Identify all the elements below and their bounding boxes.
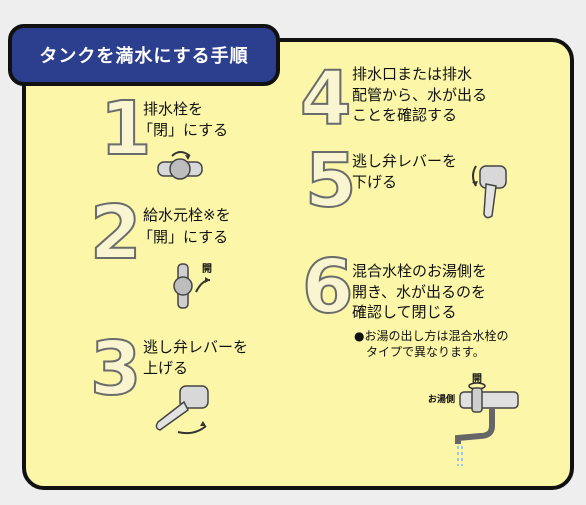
step-6-note-1: ●お湯の出し方は混合水栓の <box>354 329 509 343</box>
step-5-number: 5 <box>304 138 357 224</box>
step-4-line-1: 排水口または排水 <box>352 65 473 83</box>
drain-valve-icon <box>157 151 203 180</box>
step-6-line-2: 開き、水が出るのを <box>352 283 486 301</box>
page-title: タンクを満水にする手順 <box>8 24 280 86</box>
step-1-line-1: 排水栓を <box>143 100 204 118</box>
step-1-line-2: 「閉」にする <box>138 121 229 139</box>
step-5-line-1: 逃し弁レバーを <box>352 152 458 170</box>
step-6-line-3: 確認して閉じる <box>352 303 457 321</box>
step-3-line-2: 上げる <box>143 359 189 377</box>
step-2-number: 2 <box>89 190 142 276</box>
instruction-panel <box>22 38 574 490</box>
step-4-line-3: ことを確認する <box>352 106 458 124</box>
step-4-number: 4 <box>299 56 352 142</box>
step-1-number: 1 <box>99 86 152 172</box>
water-supply-valve-icon <box>173 263 211 309</box>
step-3-line-1: 逃し弁レバーを <box>143 338 249 356</box>
step-4-line-2: 配管から、水が出る <box>352 86 488 104</box>
step-6-open-label: 開 <box>472 374 482 385</box>
step-3-number: 3 <box>89 326 142 412</box>
relief-lever-up-icon <box>155 385 209 435</box>
step-5-line-2: 下げる <box>352 173 398 191</box>
step-6-number: 6 <box>301 244 354 330</box>
step-2-line-2: 「開」にする <box>138 228 229 246</box>
step-2-line-1: 給水元栓※を <box>143 206 231 224</box>
step-2-open-label: 開 <box>202 264 212 275</box>
step-6-note-2: タイプで異なります。 <box>366 345 485 359</box>
step-6-hot-side-label: お湯側 <box>428 395 456 405</box>
step-6-line-1: 混合水栓のお湯側を <box>352 262 488 280</box>
relief-lever-down-icon <box>472 165 507 219</box>
mixing-faucet-icon <box>455 382 519 466</box>
